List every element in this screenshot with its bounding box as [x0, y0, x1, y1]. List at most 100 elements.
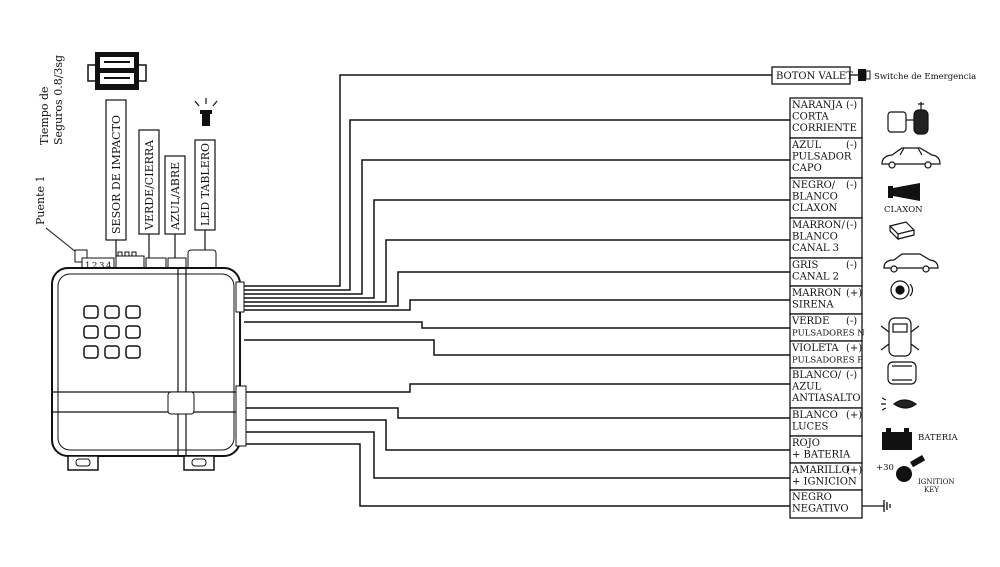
wire-polarity: (+) [846, 465, 862, 476]
pin-numbers: 1 2 3 4 [85, 261, 111, 271]
wire-cell: VERDE PULSADORES N (-) [789, 313, 865, 342]
remote-module-icon [888, 221, 916, 241]
wire-rojo [246, 419, 790, 451]
emergency-switch-label: Switche de Emergencia [874, 72, 976, 82]
svg-text:VERDE/CIERRA: VERDE/CIERRA [143, 139, 156, 231]
delay-label-line2: Seguros 0.8/3sg [52, 55, 65, 145]
wire-label-line: NEGRO [792, 492, 832, 503]
valet-button-label: BOTON VALET [776, 71, 853, 82]
wire-label-line: BLANCO [792, 192, 838, 203]
wire-cell: VIOLETA PULSADORES P (+) [789, 340, 863, 369]
ground-icon [862, 500, 891, 512]
connector-label-blue-unlock: AZUL/ABRE [164, 155, 186, 235]
wire-label-line: SIRENA [792, 300, 834, 311]
wire-label-line: CLAXON [792, 203, 838, 214]
wire-label-line: + BATERIA [792, 450, 851, 461]
alarm-control-unit: 1 2 3 4 [51, 249, 247, 471]
battery-label: BATERIA [918, 433, 959, 443]
wire-marron [244, 299, 790, 311]
car-top-icon [887, 361, 917, 385]
wire-violeta [244, 339, 790, 356]
wire-label-line: BLANCO [792, 410, 838, 421]
wire-blanco [246, 407, 790, 419]
wire-label-line: ROJO [792, 438, 820, 449]
delay-label-line1: Tiempo de [38, 86, 51, 145]
wire-label-line: NEGRO/ [792, 180, 836, 191]
wire-naranja [244, 119, 790, 291]
wire-azul [244, 159, 790, 295]
switch-icon [858, 69, 871, 81]
wire-blanco-azul [246, 383, 790, 393]
car-hood-icon [881, 147, 941, 169]
svg-text:1: 1 [85, 261, 90, 271]
horn-icon: CLAXON [884, 183, 923, 215]
wire-verde [244, 321, 790, 329]
wire-polarity: (+) [846, 410, 862, 421]
connector-label-dash-led: LED TABLERO [194, 139, 216, 231]
wire-polarity: (-) [846, 220, 857, 231]
wire-label-line: + IGNICION [792, 477, 857, 488]
siren-icon [890, 280, 914, 300]
wire-cell: AMARILLO+ IGNICION(+) [789, 462, 863, 491]
wire-label-line: VIOLETA [791, 343, 839, 354]
wire-label-line: GRIS [792, 260, 818, 271]
wire-polarity: (-) [846, 370, 857, 381]
wire-cell: ROJO+ BATERIA [789, 435, 863, 464]
wire-label-line: CAPO [792, 163, 822, 174]
wire-polarity: (-) [846, 140, 857, 151]
battery-icon: BATERIA [882, 428, 959, 450]
valet-button-box: BOTON VALET [771, 66, 858, 85]
headlight-icon [881, 397, 918, 411]
wire-label-line: CANAL 3 [792, 243, 839, 254]
svg-text:2: 2 [92, 261, 97, 271]
svg-text:4: 4 [106, 261, 111, 271]
ignition-plus-label: +30 [876, 463, 894, 473]
wire-negro [246, 443, 790, 507]
wire-label-line: CANAL 2 [792, 272, 839, 283]
ignition-label-line1: IGNITION [918, 478, 955, 486]
wire-gris [244, 271, 790, 307]
svg-text:3: 3 [99, 261, 104, 271]
horn-label: CLAXON [884, 205, 923, 215]
wire-label-line: LUCES [792, 422, 828, 433]
svg-text:LED TABLERO: LED TABLERO [199, 143, 212, 226]
wire-label-line: NEGATIVO [792, 504, 849, 515]
bridge-label: Puente 1 [34, 175, 47, 225]
wire-polarity: (-) [846, 260, 857, 271]
wire-label-line: MARRON [792, 288, 842, 299]
wire-polarity: (+) [846, 343, 862, 354]
wire-label-line: BLANCO/ [792, 370, 842, 381]
led-icon [194, 98, 218, 126]
connector-label-impact-sensor: SESOR DE IMPACTO [105, 99, 127, 241]
wire-harness [244, 74, 790, 507]
wire-polarity: (+) [846, 288, 862, 299]
wire-label-line: BLANCO [792, 232, 838, 243]
ignition-label-line2: KEY [924, 486, 939, 494]
ignition-key-icon: +30 IGNITION KEY [876, 454, 955, 494]
wire-label-table: NARANJACORTACORRIENTE(-)AZULPULSADORCAPO… [789, 97, 865, 519]
wire-label-line: ANTIASALTO [791, 393, 861, 404]
svg-text:SESOR DE IMPACTO: SESOR DE IMPACTO [110, 115, 123, 234]
jumper-relay-icon [87, 52, 147, 90]
wire-polarity: (-) [846, 180, 857, 191]
wire-marron-blanco [244, 239, 790, 303]
fuel-pump-icon [887, 102, 929, 135]
wire-label-line: PULSADORES N [792, 329, 865, 339]
wire-polarity: (-) [846, 100, 857, 111]
wire-polarity: (-) [846, 316, 857, 327]
wire-label-line: AZUL [791, 140, 822, 151]
car-trunk-icon [883, 253, 939, 273]
wire-label-line: AMARILLO [791, 465, 850, 476]
wire-label-line: PULSADORES P [792, 356, 863, 366]
connector-label-green-lock: VERDE/CIERRA [138, 129, 160, 235]
wire-label-line: VERDE [791, 316, 829, 327]
svg-text:AZUL/ABRE: AZUL/ABRE [169, 162, 182, 231]
